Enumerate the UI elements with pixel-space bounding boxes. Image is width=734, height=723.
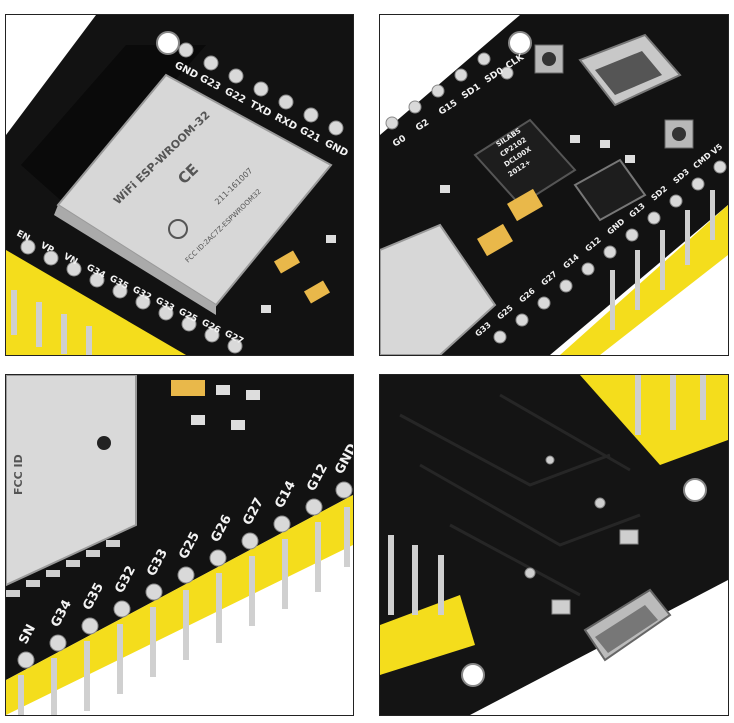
micro-usb-port	[578, 33, 682, 107]
photo-bottom-right-underside	[379, 374, 729, 716]
photo-bottom-left-pins: FCC ID SN G34 G35 G32 G33 G25 G26 G27 G1…	[5, 374, 354, 716]
boot-button	[534, 44, 564, 74]
board-closeup-1: WiFi ESP-WROOM-32 CE 211-161007 FCC ID:2…	[6, 15, 353, 355]
board-closeup-3: FCC ID SN G34 G35 G32 G33 G25 G26 G27 G1…	[6, 375, 353, 715]
micro-usb-port-underside	[583, 588, 672, 662]
mounting-hole	[683, 478, 707, 502]
shield-fcc-fragment: FCC ID	[12, 454, 25, 495]
photo-top-right-usb: SILABS CP2102 DCL00X 2012+ G0 G2 G15 SD1…	[379, 14, 729, 356]
board-closeup-2: SILABS CP2102 DCL00X 2012+ G0 G2 G15 SD1…	[380, 15, 728, 355]
mounting-hole	[461, 663, 485, 687]
esp-wroom-32-shield: WiFi ESP-WROOM-32 CE 211-161007 FCC ID:2…	[54, 73, 333, 315]
shield-corner: FCC ID	[6, 375, 137, 587]
photo-top-left-module: WiFi ESP-WROOM-32 CE 211-161007 FCC ID:2…	[5, 14, 354, 356]
mounting-hole	[508, 31, 532, 55]
board-closeup-4	[380, 375, 728, 715]
fcc-logo-icon	[168, 219, 188, 239]
mounting-hole	[156, 31, 180, 55]
